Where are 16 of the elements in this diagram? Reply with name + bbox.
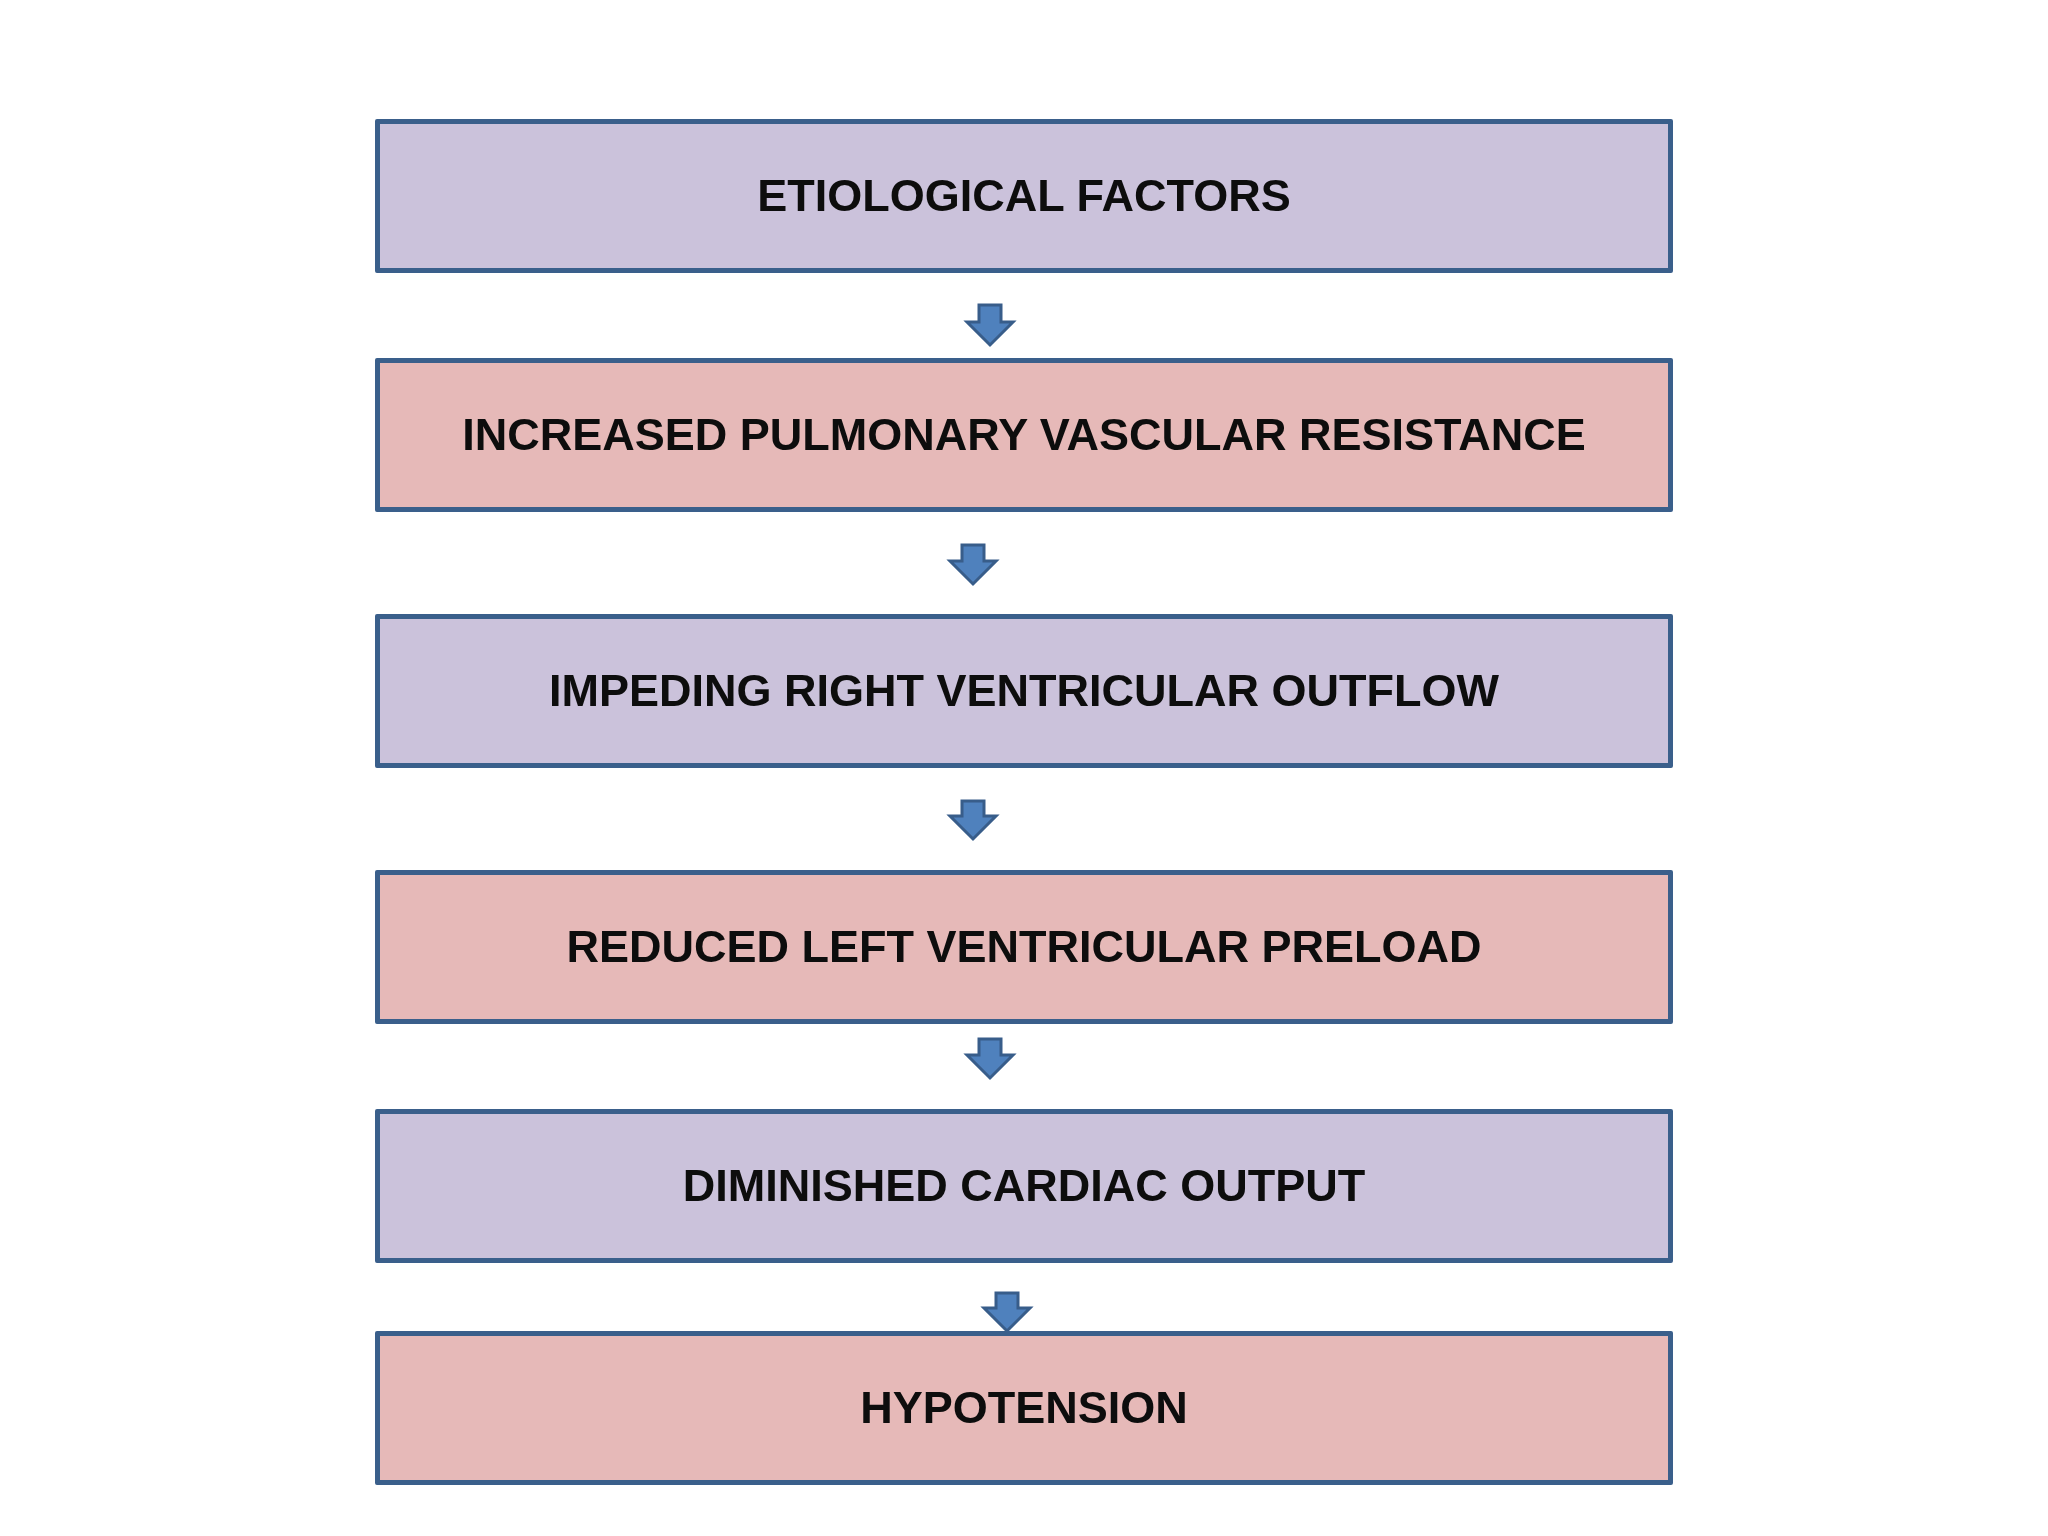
- down-arrow: [946, 799, 1000, 842]
- process-box: [375, 1331, 1673, 1485]
- down-arrow: [963, 1037, 1017, 1081]
- box-label: DIMINISHED CARDIAC OUTPUT: [682, 1160, 1366, 1212]
- process-box: [375, 1109, 1673, 1263]
- down-arrow: [980, 1291, 1034, 1334]
- process-box: [375, 614, 1673, 768]
- box-label: HYPOTENSION: [860, 1382, 1188, 1434]
- down-arrow: [946, 543, 1000, 587]
- process-box: [375, 358, 1673, 512]
- process-box: [375, 119, 1673, 273]
- process-box: [375, 870, 1673, 1024]
- box-label: IMPEDING RIGHT VENTRICULAR OUTFLOW: [549, 665, 1499, 717]
- box-label: ETIOLOGICAL FACTORS: [757, 170, 1291, 222]
- box-label: INCREASED PULMONARY VASCULAR RESISTANCE: [462, 409, 1586, 461]
- box-label: REDUCED LEFT VENTRICULAR PRELOAD: [566, 921, 1482, 973]
